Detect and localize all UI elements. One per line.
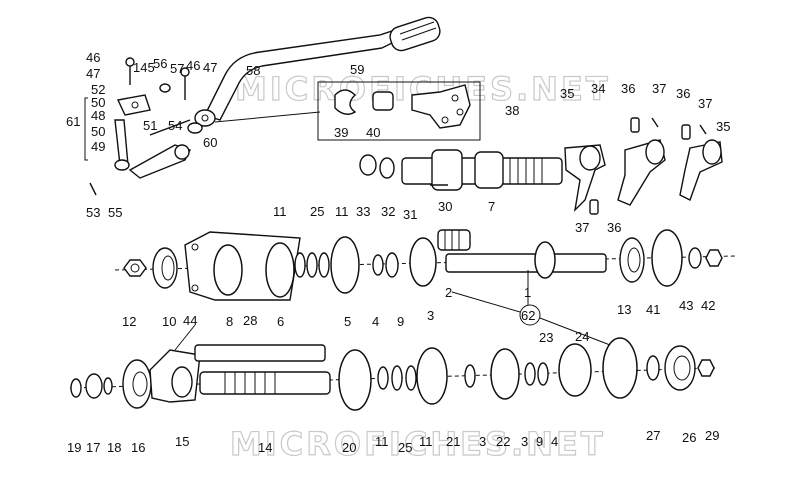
- callout-28: 28: [243, 313, 257, 328]
- shift-forks: [564, 117, 723, 215]
- callout-50: 50: [91, 95, 105, 110]
- callout-29: 29: [705, 428, 719, 443]
- callout-11: 11: [375, 434, 389, 449]
- callout-57: 57: [170, 61, 184, 76]
- callout-12: 12: [122, 314, 136, 329]
- callout-26: 26: [682, 430, 696, 445]
- callout-48: 48: [91, 108, 105, 123]
- callout-56: 56: [153, 56, 167, 71]
- callout-38: 38: [505, 103, 519, 118]
- callout-32: 32: [381, 204, 395, 219]
- callout-9: 9: [397, 314, 404, 329]
- callout-35: 35: [716, 119, 730, 134]
- callout-42: 42: [701, 298, 715, 313]
- callout-2: 2: [445, 285, 452, 300]
- callout-1: 1: [524, 285, 531, 300]
- callout-50: 50: [91, 124, 105, 139]
- callout-11: 11: [419, 434, 433, 449]
- callout-43: 43: [679, 298, 693, 313]
- leader-line: [214, 111, 321, 123]
- callout-3: 3: [479, 434, 486, 449]
- callout-35: 35: [560, 86, 574, 101]
- callout-41: 41: [646, 302, 660, 317]
- callout-20: 20: [342, 440, 356, 455]
- callout-37: 37: [698, 96, 712, 111]
- callout-55: 55: [108, 205, 122, 220]
- callout-11: 11: [335, 204, 349, 219]
- callout-59: 59: [350, 62, 364, 77]
- gear-shift-lever: [194, 16, 441, 127]
- callout-25: 25: [398, 440, 412, 455]
- callout-60: 60: [203, 135, 217, 150]
- detent-assembly-box: [317, 81, 481, 141]
- callout-13: 13: [617, 302, 631, 317]
- callout-10: 10: [162, 314, 176, 329]
- callout-145: 145: [133, 60, 155, 75]
- callout-62: 62: [521, 308, 535, 323]
- callout-51: 51: [143, 118, 157, 133]
- callout-4: 4: [372, 314, 379, 329]
- callout-61: 61: [66, 114, 80, 129]
- callout-4: 4: [551, 434, 558, 449]
- callout-31: 31: [403, 207, 417, 222]
- callout-49: 49: [91, 139, 105, 154]
- callout-47: 47: [203, 60, 217, 75]
- layshaft-row: [69, 337, 716, 411]
- selector-drum: [359, 149, 563, 191]
- callout-40: 40: [366, 125, 380, 140]
- callout-34: 34: [591, 81, 605, 96]
- callout-7: 7: [488, 199, 495, 214]
- callout-33: 33: [356, 204, 370, 219]
- callout-3: 3: [521, 434, 528, 449]
- callout-17: 17: [86, 440, 100, 455]
- callout-9: 9: [536, 434, 543, 449]
- callout-labels: 46 47 145 56 57 46 47 58 59 52 50 48 61 …: [66, 50, 730, 455]
- callout-36: 36: [676, 86, 690, 101]
- callout-3: 3: [427, 308, 434, 323]
- callout-36: 36: [607, 220, 621, 235]
- callout-46: 46: [186, 58, 200, 73]
- callout-18: 18: [107, 440, 121, 455]
- callout-23: 23: [539, 330, 553, 345]
- callout-5: 5: [344, 314, 351, 329]
- callout-16: 16: [131, 440, 145, 455]
- callout-27: 27: [646, 428, 660, 443]
- callout-25: 25: [310, 204, 324, 219]
- callout-54: 54: [168, 118, 182, 133]
- callout-37: 37: [575, 220, 589, 235]
- callout-15: 15: [175, 434, 189, 449]
- callout-11: 11: [273, 204, 287, 219]
- callout-36: 36: [621, 81, 635, 96]
- callout-46: 46: [86, 50, 100, 65]
- callout-30: 30: [438, 199, 452, 214]
- callout-14: 14: [258, 440, 272, 455]
- callout-52: 52: [91, 82, 105, 97]
- callout-37: 37: [652, 81, 666, 96]
- watermark-bottom: MICROFICHES.NET: [230, 425, 606, 463]
- selector-linkage: [84, 57, 203, 196]
- callout-22: 22: [496, 434, 510, 449]
- callout-44: 44: [183, 313, 197, 328]
- callout-21: 21: [446, 434, 460, 449]
- callout-6: 6: [277, 314, 284, 329]
- reference-lines: [174, 270, 611, 351]
- callout-24: 24: [575, 329, 589, 344]
- callout-39: 39: [334, 125, 348, 140]
- callout-58: 58: [246, 63, 260, 78]
- callout-8: 8: [226, 314, 233, 329]
- callout-53: 53: [86, 205, 100, 220]
- main-shaft-row: [114, 229, 736, 301]
- callout-19: 19: [67, 440, 81, 455]
- callout-47: 47: [86, 66, 100, 81]
